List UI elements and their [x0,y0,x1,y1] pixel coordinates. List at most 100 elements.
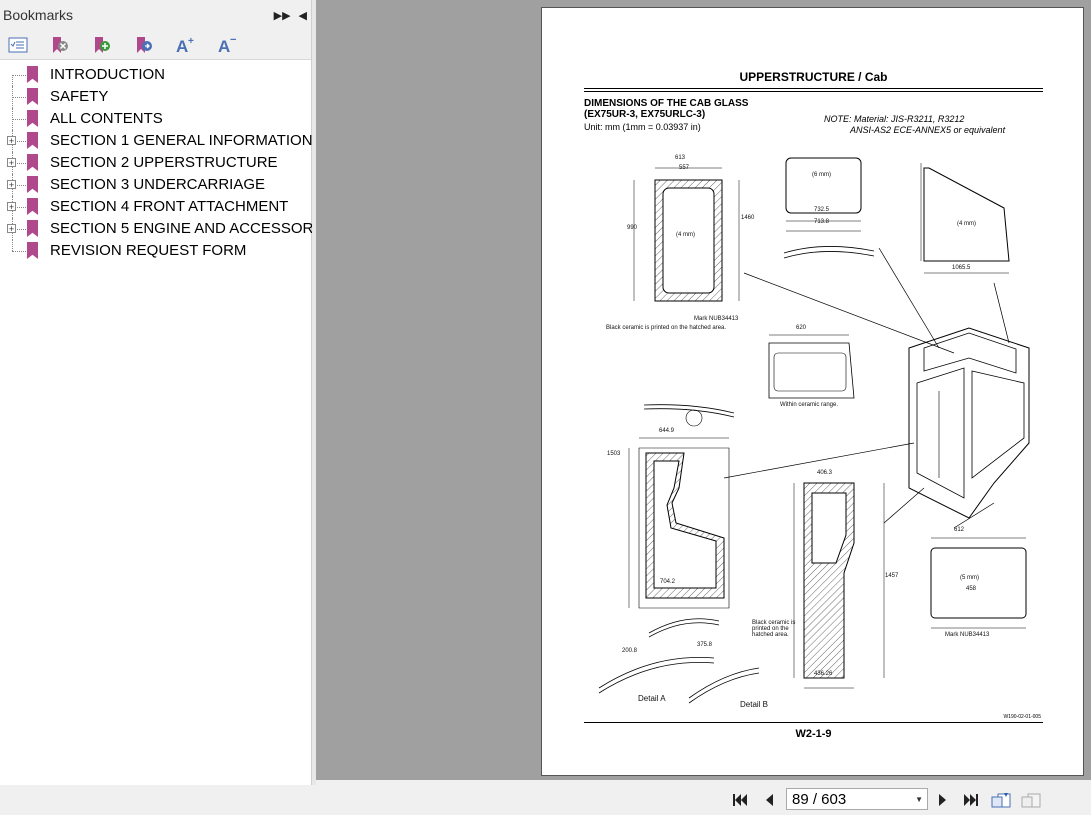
next-view-button[interactable] [1020,789,1042,811]
chevron-down-icon[interactable]: ▼ [915,795,923,804]
bookmark-section-5[interactable]: + SECTION 5 ENGINE AND ACCESSORY [0,218,323,240]
next-page-button[interactable] [932,789,954,811]
increase-font-button[interactable]: A+ [175,34,197,56]
bookmarks-toolbar: A+ A− [0,30,311,60]
next-view-icon [1021,793,1041,808]
drawing-label: (4 mm) [957,221,976,227]
tree-line [12,97,26,98]
tree-line [12,251,26,252]
page-number: W2-1-9 [795,728,832,740]
tree-line [12,75,26,76]
material-note: NOTE: Material: JIS-R3211, R3212 ANSI-AS… [824,114,1005,136]
drawing-label: Within ceramic range. [780,402,839,408]
tree-line [12,207,26,208]
bookmark-delete-icon [53,36,68,53]
bookmarks-panel: Bookmarks ▶▶ ◀ A+ A− INTRODUCTION [0,0,323,785]
tree-line [12,119,26,120]
svg-text:A: A [218,37,230,55]
bookmark-icon [27,198,38,215]
last-page-button[interactable] [960,789,982,811]
drawing-label: Mark NUB34413 [694,316,739,322]
tree-line [12,185,26,186]
drawing-label: 557 [679,165,690,171]
drawing-label: Black ceramic is printed on the hatched … [752,620,796,638]
bookmark-section-3[interactable]: + SECTION 3 UNDERCARRIAGE [0,174,311,196]
svg-text:A: A [176,37,188,55]
last-page-icon [964,794,978,806]
drawing-label: 1460 [741,215,755,221]
bookmark-introduction[interactable]: INTRODUCTION [0,64,311,86]
drawing-label: 613 [675,155,686,161]
header-rule [584,88,1043,89]
triangle-left-icon[interactable]: ◀ [298,9,307,22]
bookmark-icon [27,132,38,149]
expand-all-button[interactable] [7,34,29,56]
drawing-label: 732.5 [814,207,830,213]
drawing-label: (6 mm) [812,172,831,178]
unit-note: Unit: mm (1mm = 0.03937 in) [584,122,701,132]
list-check-icon [8,37,28,52]
drawing-label: 458 [966,586,977,592]
expand-toggle[interactable]: + [7,202,16,212]
drawing-label: 1457 [885,573,899,579]
bookmark-section-2[interactable]: + SECTION 2 UPPERSTRUCTURE [0,152,311,174]
font-decrease-icon: A− [218,35,236,55]
bookmark-icon [27,88,38,105]
bookmark-label[interactable]: SECTION 5 ENGINE AND ACCESSORY [50,220,324,237]
bookmark-section-1[interactable]: + SECTION 1 GENERAL INFORMATION [0,130,313,152]
goto-bookmark-button[interactable] [133,34,155,56]
bookmark-label[interactable]: SECTION 1 GENERAL INFORMATION [50,132,313,149]
drawing-label: 620 [796,325,807,331]
bookmark-label[interactable]: SECTION 3 UNDERCARRIAGE [50,176,266,193]
drawing-label: 704.2 [660,579,676,585]
drawing-label: Mark NUB34413 [945,632,990,638]
bookmark-icon [27,176,38,193]
drawing-label: 644.9 [659,428,675,434]
note-line: ANSI-AS2 ECE-ANNEX5 or equivalent [850,125,1006,135]
drawing-label: (5 mm) [960,575,979,581]
drawing-label: 1503 [607,451,621,457]
bookmarks-title: Bookmarks [3,7,74,23]
page-subtitle: DIMENSIONS OF THE CAB GLASS (EX75UR-3, E… [584,98,748,120]
footer-rule [584,722,1043,723]
bookmark-label[interactable]: INTRODUCTION [50,66,165,83]
subtitle-line: DIMENSIONS OF THE CAB GLASS [584,98,749,109]
bookmark-label[interactable]: SAFETY [50,88,109,105]
previous-view-icon [991,793,1011,808]
previous-page-button[interactable] [758,789,780,811]
page-number-input[interactable]: 89 / 603 ▼ [786,788,928,810]
font-increase-icon: A+ [176,36,194,55]
svg-text:−: − [230,35,236,46]
panel-splitter[interactable] [312,0,316,785]
cab-glass-drawing [598,157,1030,704]
bookmark-section-4[interactable]: + SECTION 4 FRONT ATTACHMENT [0,196,311,218]
expand-toggle[interactable]: + [7,136,16,146]
page-number-value: 89 / 603 [792,790,847,808]
bookmark-label[interactable]: SECTION 2 UPPERSTRUCTURE [50,154,278,171]
bookmark-goto-icon [137,36,152,53]
expand-toggle[interactable]: + [7,224,16,234]
add-bookmark-button[interactable] [91,34,113,56]
drawing-label: Black ceramic is printed on the hatched … [606,325,727,331]
decrease-font-button[interactable]: A− [217,34,239,56]
expand-toggle[interactable]: + [7,180,16,190]
bookmark-label[interactable]: ALL CONTENTS [50,110,163,127]
bookmark-icon [27,220,38,237]
bookmark-all-contents[interactable]: ALL CONTENTS [0,108,311,130]
bookmark-label[interactable]: REVISION REQUEST FORM [50,242,247,259]
double-chevron-right-icon[interactable]: ▶▶ [273,9,291,22]
bookmark-icon [27,154,38,171]
bookmark-revision-request[interactable]: REVISION REQUEST FORM [0,240,311,262]
delete-bookmark-button[interactable] [49,34,71,56]
drawing-label: 406.3 [817,470,833,476]
expand-toggle[interactable]: + [7,158,16,168]
bookmark-add-icon [95,36,110,53]
drawing-label: 612 [954,527,965,533]
drawing-label: 1065.5 [952,265,971,271]
bookmark-icon [27,242,38,259]
pdf-page: UPPERSTRUCTURE / Cab DIMENSIONS OF THE C… [541,7,1084,776]
previous-view-button[interactable] [990,789,1012,811]
bookmark-label[interactable]: SECTION 4 FRONT ATTACHMENT [50,198,289,215]
bookmark-safety[interactable]: SAFETY [0,86,311,108]
first-page-button[interactable] [729,789,751,811]
